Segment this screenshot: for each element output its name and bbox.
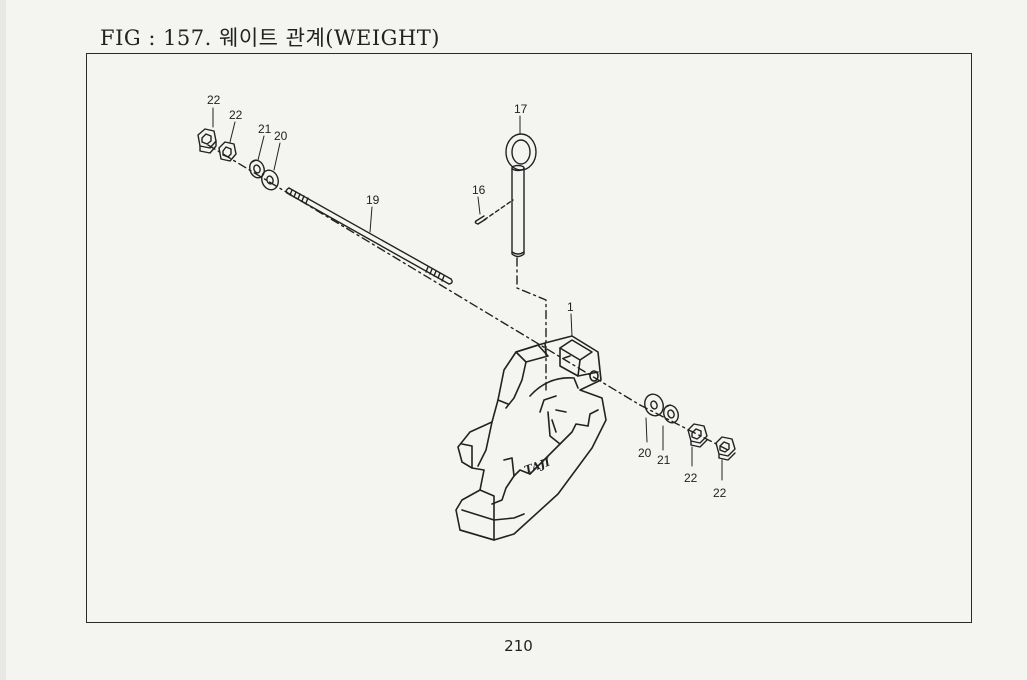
callout-22-a: 22 [207, 93, 221, 107]
callout-20-left: 20 [274, 129, 288, 143]
nut-22-left-outer [197, 128, 217, 154]
leader-lines [212, 107, 723, 481]
assembly-centerline [207, 144, 641, 406]
casting-logo: TAJI [523, 455, 553, 477]
page-edge [0, 0, 6, 680]
split-pin-centerline [483, 199, 514, 221]
callout-20-right: 20 [638, 446, 652, 460]
callout-22-d: 22 [713, 486, 727, 500]
page-number: 210 [504, 637, 533, 655]
pin-17 [505, 133, 537, 258]
callout-17: 17 [514, 102, 528, 116]
callout-22-c: 22 [684, 471, 698, 485]
figure-title: FIG : 157. 웨이트 관계(WEIGHT) [100, 26, 440, 50]
assembly-centerline-right [639, 404, 729, 451]
split-pin-16 [474, 215, 487, 225]
nut-22-right-outer [715, 436, 736, 461]
weight-casting-1 [455, 335, 607, 541]
callout-21-right: 21 [657, 453, 671, 467]
flat-washer-20-left [261, 169, 279, 191]
callout-21-left: 21 [258, 122, 272, 136]
flat-washer-20-right [644, 393, 664, 417]
callout-16: 16 [472, 183, 486, 197]
spring-washer-21-left [249, 159, 265, 179]
spring-washer-21-right [663, 404, 679, 424]
nut-22-right-inner [687, 423, 708, 448]
logo-text: TAJI [523, 455, 553, 477]
callout-22-b: 22 [229, 108, 243, 122]
callout-1: 1 [567, 300, 574, 314]
nut-22-left-inner [218, 141, 237, 162]
threaded-rod-19 [285, 187, 453, 285]
callout-19: 19 [366, 193, 380, 207]
diagram-frame [86, 53, 972, 623]
pin-centerline [516, 257, 547, 391]
